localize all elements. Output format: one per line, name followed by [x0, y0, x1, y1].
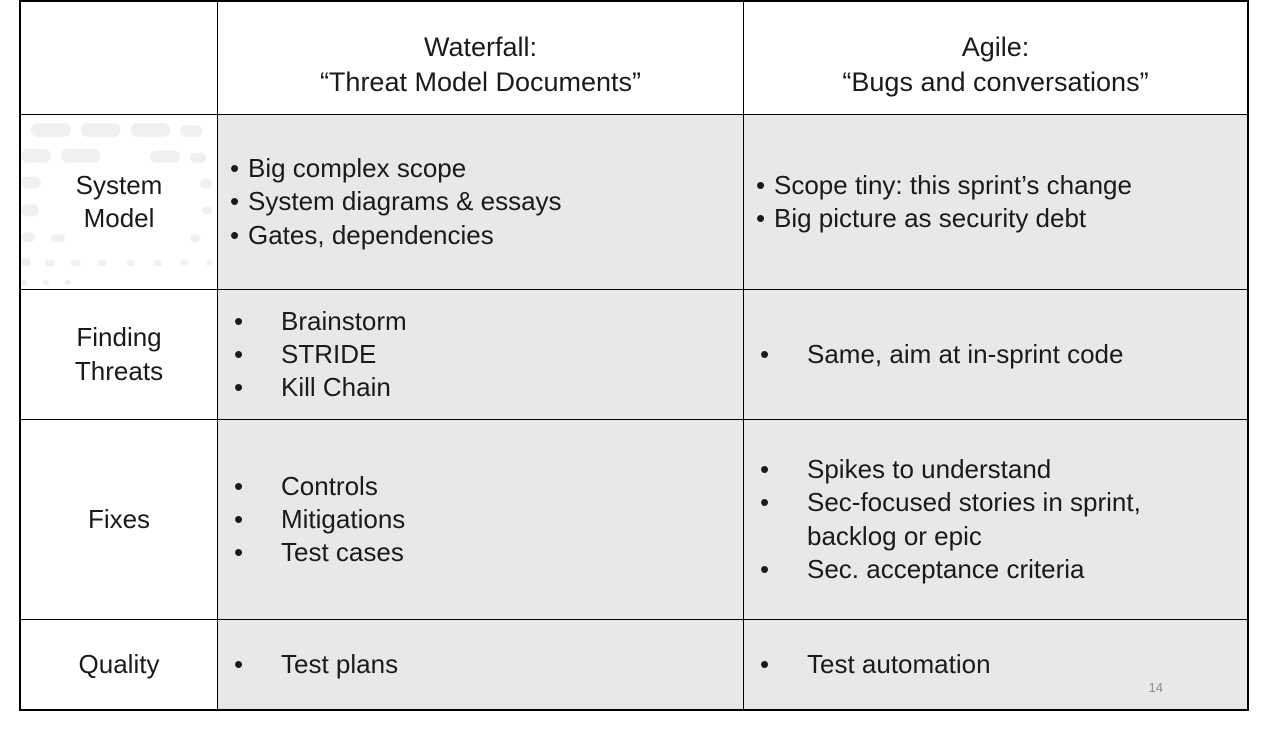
comparison-table: Waterfall: “Threat Model Documents” Agil… — [19, 0, 1249, 711]
finding-threats-waterfall-cell: Brainstorm STRIDE Kill Chain — [218, 290, 744, 420]
quality-agile-list: Test automation — [752, 648, 991, 682]
list-item: Same, aim at in-sprint code — [752, 338, 1123, 372]
waterfall-column-header: Waterfall: “Threat Model Documents” — [218, 2, 744, 115]
agile-column-subtitle: “Bugs and conversations” — [842, 67, 1149, 97]
list-item: STRIDE — [226, 338, 407, 372]
finding-threats-agile-list: Same, aim at in-sprint code — [752, 338, 1123, 372]
row-header-fixes: Fixes — [21, 420, 218, 620]
system-model-waterfall-cell: Big complex scope System diagrams & essa… — [218, 115, 744, 290]
finding-threats-agile-cell: Same, aim at in-sprint code — [744, 290, 1247, 420]
row-label-fixes: Fixes — [87, 503, 151, 534]
list-item-continuation: backlog or epic — [807, 520, 982, 551]
row-label-finding: Finding — [76, 322, 162, 353]
list-item: Kill Chain — [226, 371, 407, 405]
list-item: Scope tiny: this sprint’s change — [752, 169, 1132, 203]
list-item: Sec. acceptance criteria — [752, 553, 1141, 587]
list-item: Test cases — [226, 536, 405, 570]
list-item: Big complex scope — [226, 152, 562, 186]
system-model-waterfall-list: Big complex scope System diagrams & essa… — [226, 152, 562, 252]
list-item: System diagrams & essays — [226, 185, 562, 219]
slide-page-number: 14 — [1148, 680, 1163, 696]
list-item: Test plans — [226, 648, 398, 682]
list-item: Big picture as security debt — [752, 202, 1132, 236]
fixes-agile-cell: Spikes to understand Sec-focused stories… — [744, 420, 1247, 620]
quality-agile-content: Test automation 14 — [752, 620, 1247, 709]
row-header-quality: Quality — [21, 620, 218, 709]
list-item: Test automation — [752, 648, 991, 682]
fixes-waterfall-cell: Controls Mitigations Test cases — [218, 420, 744, 620]
fixes-waterfall-list: Controls Mitigations Test cases — [226, 470, 405, 570]
list-item: Sec-focused stories in sprint, — [752, 486, 1141, 520]
row-label-system: System — [75, 169, 163, 200]
row-header-system-model: System Model — [21, 115, 218, 290]
waterfall-column-subtitle: “Threat Model Documents” — [319, 67, 642, 97]
list-item: Controls — [226, 470, 405, 504]
waterfall-column-title: Waterfall: — [423, 32, 538, 63]
system-model-agile-cell: Scope tiny: this sprint’s change Big pic… — [744, 115, 1247, 290]
finding-threats-waterfall-list: Brainstorm STRIDE Kill Chain — [226, 305, 407, 405]
row-label-model: Model — [83, 203, 155, 233]
list-item: Mitigations — [226, 503, 405, 537]
row-label-quality: Quality — [78, 648, 160, 679]
list-item: Brainstorm — [226, 305, 407, 339]
system-model-agile-list: Scope tiny: this sprint’s change Big pic… — [752, 169, 1132, 236]
list-item: Spikes to understand — [752, 453, 1141, 487]
agile-column-title: Agile: — [961, 32, 1030, 63]
row-header-finding-threats: Finding Threats — [21, 290, 218, 420]
agile-column-header: Agile: “Bugs and conversations” — [744, 2, 1247, 115]
quality-agile-cell: Test automation 14 — [744, 620, 1247, 709]
quality-waterfall-cell: Test plans — [218, 620, 744, 709]
quality-waterfall-list: Test plans — [226, 648, 398, 682]
table-corner-cell — [21, 2, 218, 115]
fixes-agile-list: Spikes to understand Sec-focused stories… — [752, 453, 1141, 586]
list-item: Gates, dependencies — [226, 219, 562, 253]
row-label-threats: Threats — [74, 355, 164, 386]
